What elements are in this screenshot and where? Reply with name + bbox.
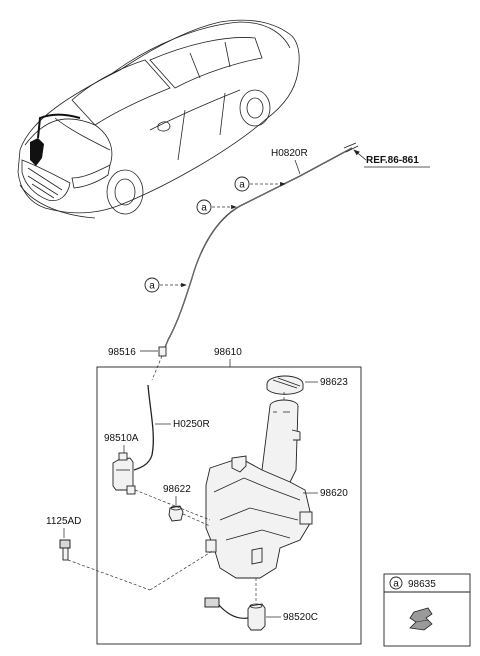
reservoir-tank-98620: 98620 (205, 455, 348, 579)
svg-text:REF.86-861: REF.86-861 (366, 155, 419, 166)
svg-text:98520C: 98520C (283, 612, 318, 623)
filler-cap-98623: 98623 (266, 375, 348, 395)
hose-clip-callout-1: a (234, 176, 286, 192)
bolt-1125ad: 1125AD (46, 516, 81, 561)
label-ref-86-861: REF.86-861 (353, 149, 430, 168)
label-h0250r: H0250R (155, 419, 210, 430)
svg-text:98635: 98635 (408, 579, 436, 590)
assembly-box-98610 (96, 366, 362, 645)
svg-text:98516: 98516 (108, 347, 136, 358)
filler-neck (261, 399, 301, 483)
svg-text:1125AD: 1125AD (46, 516, 81, 527)
svg-text:98510A: 98510A (104, 433, 139, 444)
hose-clip-icon (409, 607, 433, 631)
legend-box: a 98635 (383, 573, 471, 647)
label-98516: 98516 (108, 347, 158, 358)
assembly-guide-lines (67, 392, 285, 602)
washer-pump-98510a: 98510A (104, 433, 139, 495)
svg-text:98622: 98622 (163, 484, 191, 495)
svg-text:a: a (239, 180, 245, 191)
level-sensor-98520c: 98520C (204, 597, 318, 631)
svg-text:a: a (149, 281, 155, 292)
svg-text:a: a (201, 203, 207, 214)
svg-text:98620: 98620 (320, 488, 348, 499)
car-illustration (17, 19, 300, 219)
hose-clip-callout-3: a (144, 277, 187, 293)
svg-text:H0250R: H0250R (173, 419, 210, 430)
svg-text:98610: 98610 (214, 347, 242, 358)
washer-hose (133, 142, 359, 471)
reservoir-location-highlight (30, 138, 44, 166)
svg-text:98623: 98623 (320, 377, 348, 388)
label-98610: 98610 (214, 347, 242, 367)
label-h0820r: H0820R (271, 148, 308, 175)
grommet-98622: 98622 (163, 484, 191, 522)
svg-text:H0820R: H0820R (271, 148, 308, 159)
hose-clip-callout-2: a (196, 199, 237, 215)
svg-text:a: a (393, 579, 399, 590)
